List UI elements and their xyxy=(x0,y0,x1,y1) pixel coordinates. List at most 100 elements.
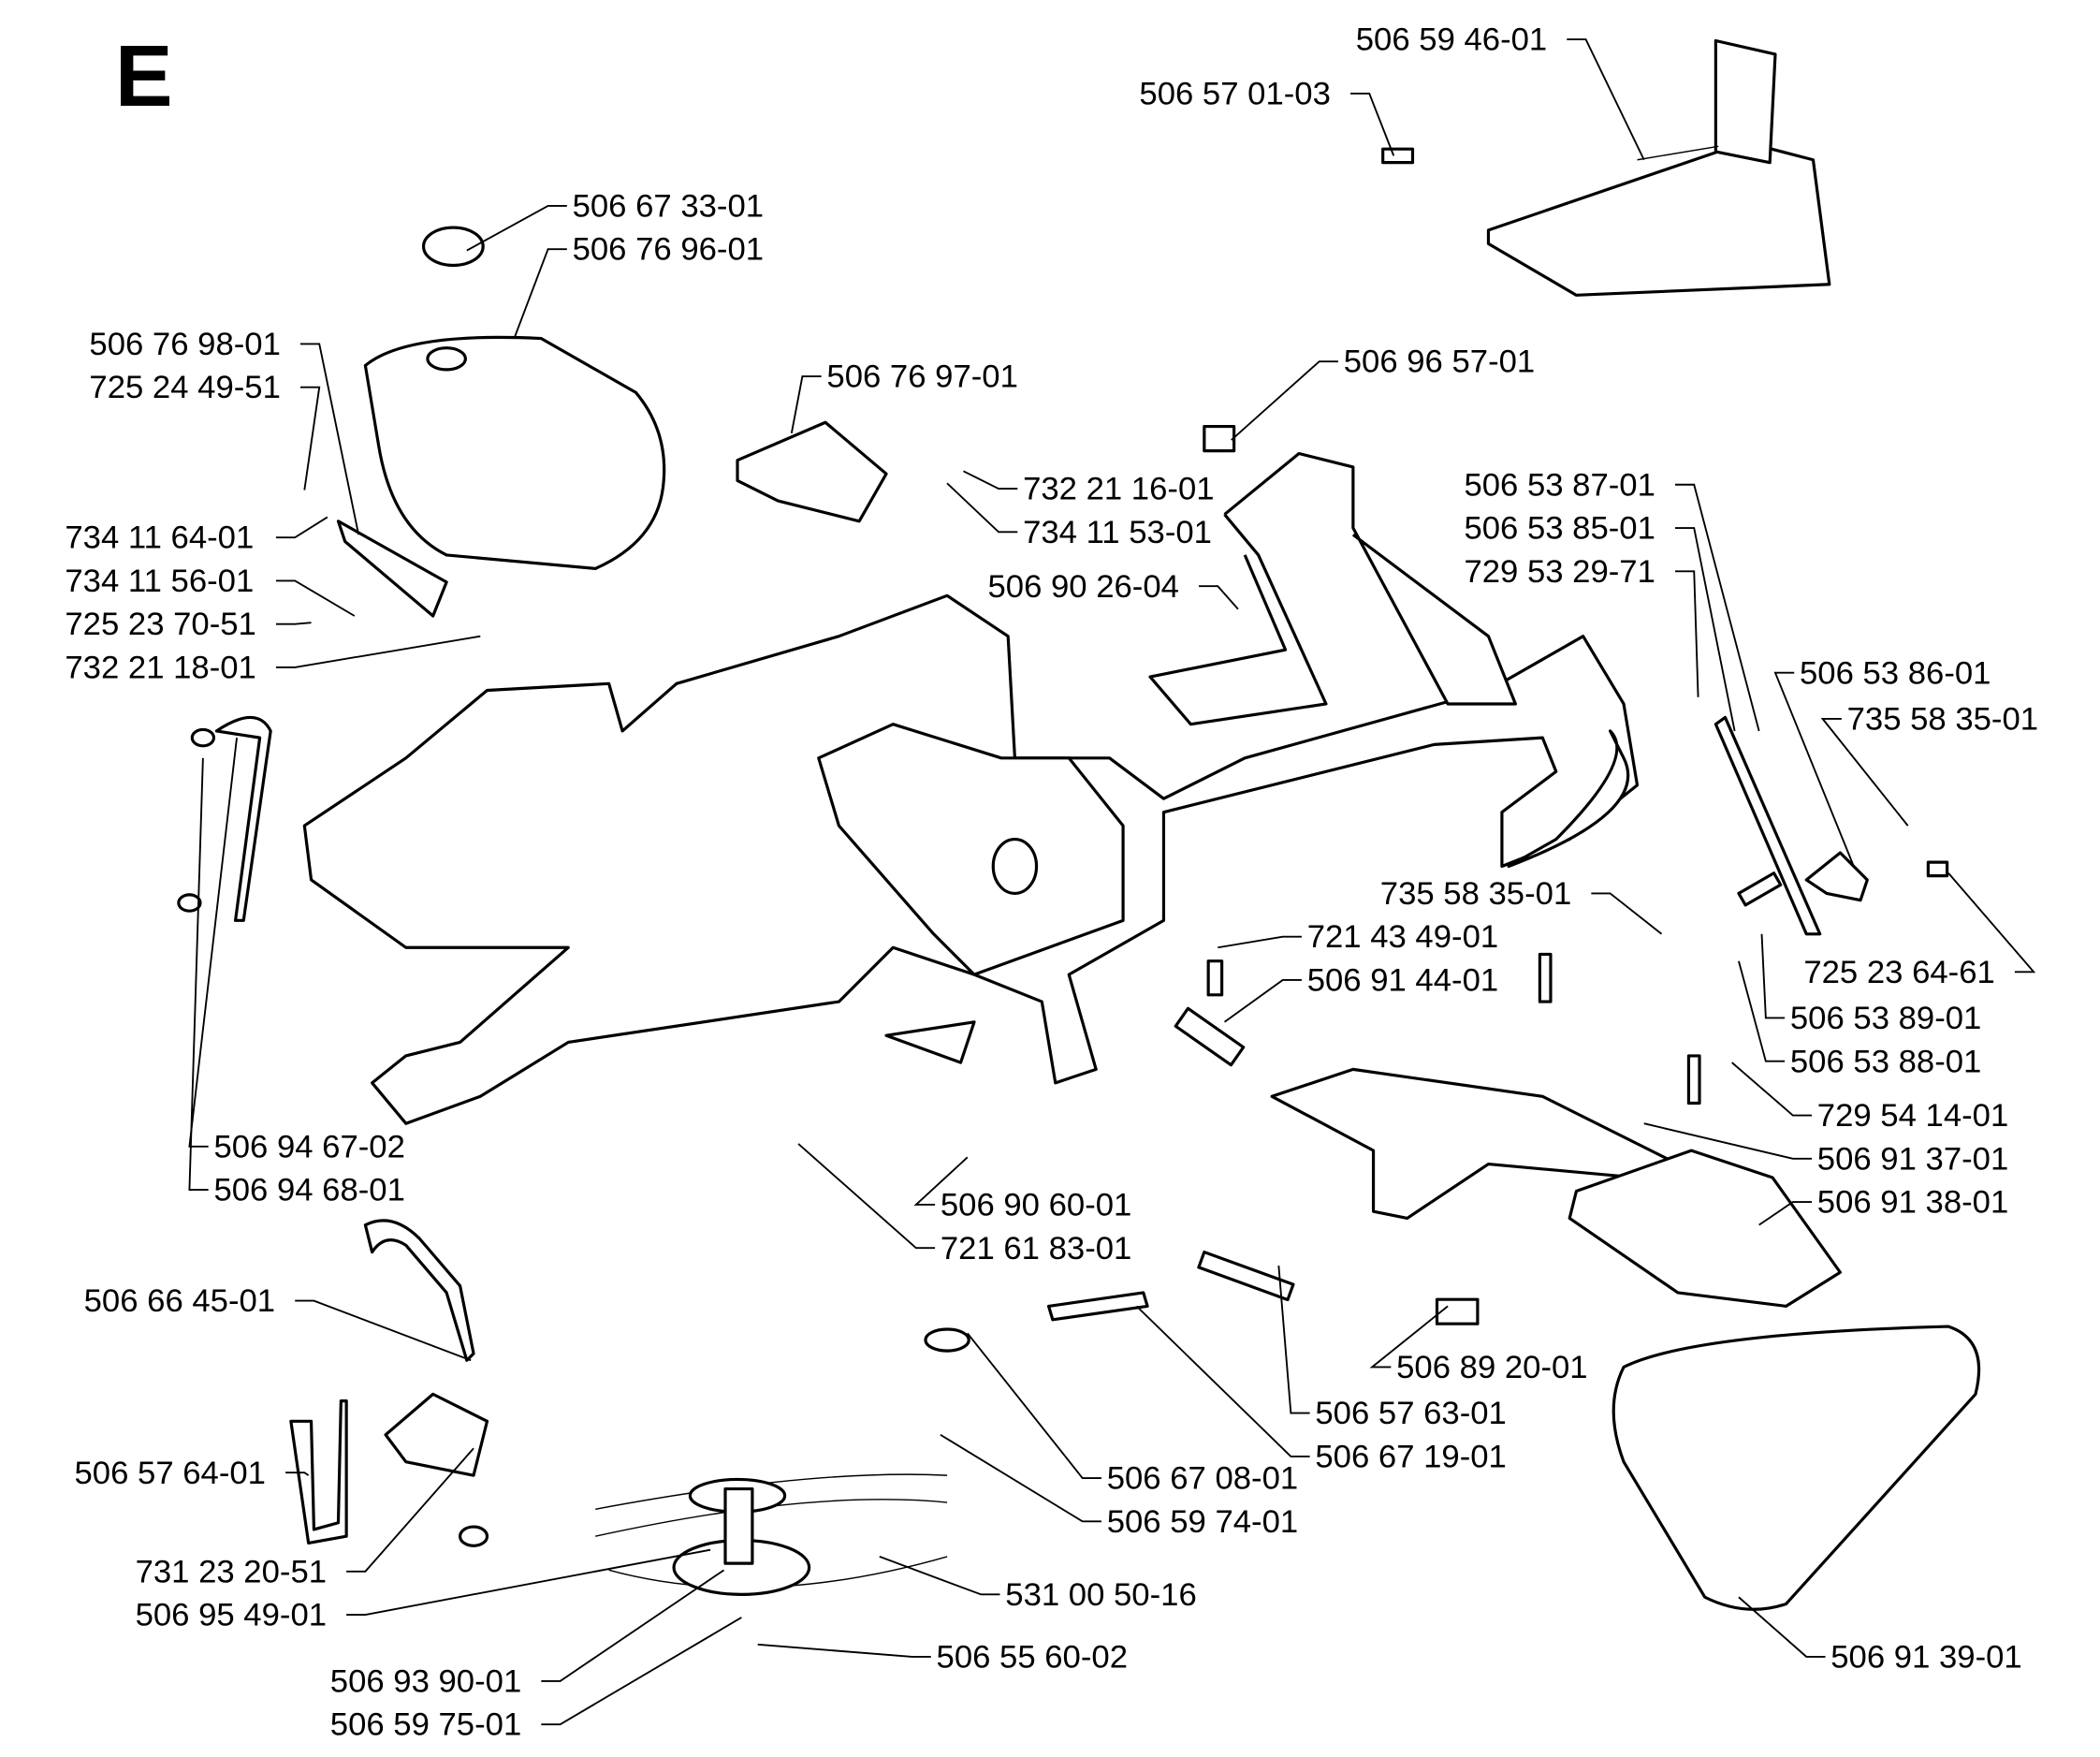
part-number-label: 506 57 63-01 xyxy=(1315,1396,1506,1431)
leader-line xyxy=(1199,585,1239,610)
leader-line xyxy=(757,1643,931,1658)
part-number-label: 506 76 97-01 xyxy=(826,359,1017,395)
part-number-label: 506 59 74-01 xyxy=(1107,1504,1298,1540)
leader-line xyxy=(1773,671,1855,867)
leader-line xyxy=(1674,527,1736,732)
part-number-label: 721 43 49-01 xyxy=(1307,919,1498,955)
leader-line xyxy=(466,204,567,252)
part-number-label: 506 53 86-01 xyxy=(1800,655,1991,691)
leader-line xyxy=(513,248,567,339)
leader-line xyxy=(797,1143,936,1250)
part-number-label: 735 58 35-01 xyxy=(1380,876,1571,912)
leader-line xyxy=(1135,1305,1310,1457)
part-number-label: 506 91 37-01 xyxy=(1817,1141,2008,1177)
leader-line xyxy=(1731,1062,1813,1117)
leader-line xyxy=(1591,892,1663,935)
leader-line xyxy=(946,482,1018,534)
part-number-label: 506 90 60-01 xyxy=(941,1188,1131,1223)
part-number-label: 725 23 70-51 xyxy=(65,607,255,642)
part-number-label: 506 53 88-01 xyxy=(1790,1044,1981,1079)
part-number-label: 506 55 60-02 xyxy=(937,1639,1128,1675)
part-number-label: 506 76 96-01 xyxy=(573,232,764,268)
part-number-label: 506 66 45-01 xyxy=(84,1283,275,1319)
leader-line xyxy=(541,1569,725,1682)
part-number-label: 506 76 98-01 xyxy=(89,327,280,362)
leader-line xyxy=(295,1299,472,1362)
part-number-label: 731 23 20-51 xyxy=(136,1554,327,1589)
leader-line xyxy=(940,1433,1101,1523)
leader-line xyxy=(963,470,1018,490)
leader-line xyxy=(1758,1201,1813,1226)
part-number-label: 729 54 14-01 xyxy=(1817,1098,2008,1134)
footrest-part xyxy=(1486,140,1831,297)
leader-line xyxy=(285,1471,310,1476)
fuel-tank-part xyxy=(363,335,666,570)
leader-line xyxy=(346,1447,474,1573)
leader-line xyxy=(299,386,321,490)
leader-line xyxy=(275,579,356,617)
part-number-label: 506 59 75-01 xyxy=(330,1707,521,1743)
part-number-label: 506 57 01-03 xyxy=(1139,76,1330,111)
part-number-label: 734 11 53-01 xyxy=(1023,515,1212,550)
side-cover-part xyxy=(1270,1067,1680,1221)
part-number-label: 506 59 46-01 xyxy=(1356,22,1547,58)
part-number-label: 735 58 35-01 xyxy=(1847,701,2038,737)
leader-line xyxy=(541,1617,742,1726)
part-number-label: 506 95 49-01 xyxy=(136,1598,327,1633)
part-number-label: 729 53 29-71 xyxy=(1464,554,1655,590)
part-number-label: 506 91 44-01 xyxy=(1307,963,1498,999)
leader-line xyxy=(299,343,360,535)
part-number-label: 506 93 90-01 xyxy=(330,1663,521,1699)
leader-line xyxy=(967,1332,1101,1479)
part-number-label: 732 21 16-01 xyxy=(1023,472,1214,507)
leader-line xyxy=(1567,38,1645,161)
leader-line xyxy=(1643,1122,1813,1160)
leader-line xyxy=(275,635,481,668)
leader-line xyxy=(913,1156,969,1206)
section-letter: E xyxy=(115,27,173,124)
leader-line xyxy=(1738,960,1786,1062)
part-number-label: 732 21 18-01 xyxy=(65,651,255,686)
part-number-label: 506 67 19-01 xyxy=(1315,1439,1506,1474)
part-number-label: 506 91 39-01 xyxy=(1830,1639,2021,1675)
parts-drawing xyxy=(177,38,1981,1611)
leader-line xyxy=(1674,483,1760,732)
leader-line xyxy=(1738,1596,1826,1658)
leader-line xyxy=(188,757,209,1191)
leader-line xyxy=(1223,979,1302,1023)
part-number-label: 506 90 26-04 xyxy=(987,569,1178,605)
leader-line xyxy=(275,622,312,625)
part-number-label: 506 89 20-01 xyxy=(1396,1350,1587,1385)
part-number-label: 734 11 56-01 xyxy=(65,564,254,599)
fuel-cap-part xyxy=(421,226,485,268)
part-labels: 506 59 46-01 506 57 01-03 506 67 33-01 506 … xyxy=(65,22,2038,1743)
leader-line xyxy=(1218,935,1302,949)
part-number-label: 506 53 85-01 xyxy=(1464,511,1655,547)
leader-line xyxy=(1760,933,1786,1019)
leader-line xyxy=(1369,1305,1449,1369)
leader-line xyxy=(275,516,328,539)
part-number-label: 734 11 64-01 xyxy=(65,520,254,556)
part-number-label: 506 94 67-02 xyxy=(213,1129,404,1164)
leader-line xyxy=(346,1548,711,1616)
leader-line xyxy=(790,375,822,433)
lower-cover-part xyxy=(1611,1325,1981,1611)
part-number-label: 506 94 68-01 xyxy=(213,1173,404,1208)
leader-line xyxy=(1231,360,1338,441)
part-number-label: 506 67 33-01 xyxy=(573,188,764,224)
leader-line xyxy=(1947,872,2036,974)
leader-line xyxy=(879,1556,1000,1596)
leader-line xyxy=(1820,717,1909,827)
leader-line xyxy=(188,738,238,1148)
part-number-label: 506 96 57-01 xyxy=(1344,344,1535,380)
part-number-label: 506 53 89-01 xyxy=(1790,1001,1981,1036)
leader-line xyxy=(1349,92,1395,156)
leader-line xyxy=(1674,570,1699,697)
leader-line xyxy=(1277,1265,1310,1414)
seat-support-part xyxy=(1148,451,1517,726)
part-number-label: 506 67 08-01 xyxy=(1107,1461,1298,1497)
part-number-label: 506 57 64-01 xyxy=(75,1456,266,1491)
part-number-label: 725 24 49-51 xyxy=(89,370,280,405)
part-number-label: 506 53 87-01 xyxy=(1464,467,1655,503)
